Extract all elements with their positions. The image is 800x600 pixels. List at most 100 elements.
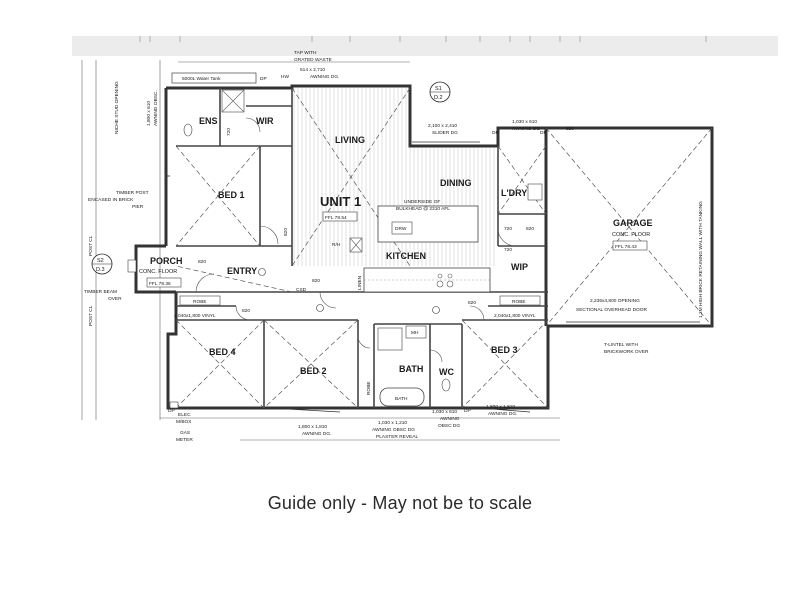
awning-ens-size: 1,800 x 610	[146, 101, 152, 126]
door-820-csd: 820	[312, 278, 320, 284]
room-ldry: L'DRY	[501, 188, 527, 198]
tank-label: 5000L Water Tank	[182, 76, 221, 82]
kitchen-bench	[363, 267, 491, 293]
room-kitchen: KITCHEN	[386, 251, 426, 261]
section-marker-s1: S1 D.3 D.2	[429, 81, 451, 103]
svg-text:S1: S1	[435, 86, 442, 92]
awning-bed3: AWNING DG.	[488, 411, 517, 417]
dp-slider: DP	[492, 130, 499, 136]
post-cl-bottom: POST CL	[88, 305, 94, 326]
robe-left: ROBE	[193, 299, 207, 305]
room-wir: WIR	[256, 116, 274, 126]
tlintel-2: BRICKWORK OVER	[604, 349, 649, 355]
water-tank	[171, 72, 257, 84]
ens-toilet	[183, 123, 193, 137]
meter-boxes	[127, 259, 179, 409]
awning-bath: AWNING OBSC DG	[372, 427, 415, 433]
room-diagonals	[175, 87, 713, 409]
room-dining: DINING	[440, 178, 472, 188]
section-marker-s2: S2 D.3	[91, 253, 113, 275]
robe-right-box	[499, 295, 541, 306]
room-bed3: BED 3	[491, 345, 518, 355]
room-wip: WIP	[511, 262, 528, 272]
dp-right: DP	[540, 130, 547, 136]
awning-bath-size: 1,030 x 1,210	[378, 420, 407, 426]
svg-text:D.3: D.3	[96, 267, 105, 273]
internal-walls	[176, 88, 548, 408]
awning-bed2-size: 1,800 x 1,810	[298, 424, 327, 430]
ffl-porch-box	[146, 277, 182, 288]
external-walls	[134, 84, 714, 410]
room-garage: GARAGE	[613, 218, 653, 228]
dimension-lines	[81, 60, 560, 441]
timber-post-3: PIER	[132, 204, 144, 210]
door-820-entry: 820	[198, 259, 206, 265]
ffl-unit: FFL 78.54	[325, 215, 347, 221]
linen-label: LINEN	[357, 275, 363, 290]
awning-bed2: AWNING DG.	[302, 431, 331, 437]
ffl-unit-box	[322, 211, 358, 222]
door-820-garage: 820	[566, 126, 574, 132]
tap-note-2: GRATED WASTE	[294, 57, 332, 63]
dp-bottom-left: DP	[168, 408, 175, 414]
plaster-reveal: PLASTER REVEAL	[376, 434, 418, 440]
door-820-bed1: 820	[283, 228, 289, 236]
awning-top: AWNING DG.	[310, 74, 339, 80]
awning-ens: AWNING OBSC.	[153, 90, 159, 126]
bulkhead-note: UNDERSIDE OF	[404, 199, 440, 205]
robe-left-box	[179, 295, 221, 306]
cooktop	[436, 273, 454, 288]
awning-bed3-size: 1,800 x 1,810	[486, 404, 515, 410]
ffl-porch: FFL 78.36	[149, 281, 171, 287]
vinyl-right: 2,040x1,800 VINYL	[494, 313, 536, 319]
room-porch: PORCH	[150, 256, 183, 266]
awning-wc-size: 1,030 x 610	[432, 409, 457, 415]
timber-beam-2: OVER	[108, 296, 122, 302]
room-bed1: BED 1	[218, 190, 245, 200]
elec: ELEC	[178, 412, 191, 418]
manhole	[405, 325, 427, 339]
vanity	[377, 327, 403, 351]
vinyl-left: 2,040x1,800 VINYL	[174, 313, 216, 319]
bath-tub-label: BATH	[395, 396, 408, 402]
awning-right: AWNING DG	[512, 126, 540, 132]
slider: SLIDER DG	[432, 130, 458, 136]
slider-size: 2,100 x 2,410	[428, 123, 457, 129]
garage-floor: CONC. FLOOR	[612, 232, 650, 238]
linen-x2	[349, 237, 363, 253]
ffl-garage: FFL 78.43	[615, 244, 637, 250]
tap-note: TAP WITH	[294, 50, 317, 56]
bulkhead-note-2: BULKHEAD @ 2310 AFL	[396, 206, 450, 212]
timber-post: TIMBER POST	[116, 190, 149, 196]
gas: GAS	[180, 430, 190, 436]
bath-tub	[379, 387, 425, 407]
robe-bed2: ROBE	[366, 381, 372, 395]
room-living: LIVING	[335, 135, 365, 145]
door-820-bed3: 820	[468, 300, 476, 306]
door-820-ldry: 820	[526, 226, 534, 232]
dp-top: DP	[260, 76, 267, 82]
niche-note: NICHE STUD OPENING	[114, 81, 120, 134]
room-entry: ENTRY	[227, 266, 257, 276]
elec-2: M/BOX	[176, 419, 192, 425]
door-swings	[195, 117, 517, 363]
timber-beam: TIMBER BEAM	[84, 289, 117, 295]
awning-right-size: 1,030 x 610	[512, 119, 537, 125]
gas-2: METER	[176, 437, 193, 443]
door-720-ens: 720	[226, 128, 232, 136]
room-bed2: BED 2	[300, 366, 327, 376]
floor-plan: 5000L Water Tank	[72, 36, 778, 443]
room-wc: WC	[439, 367, 454, 377]
porch-floor: CONC. FLOOR	[139, 269, 177, 275]
room-unit: UNIT 1	[320, 194, 361, 209]
door-720-ldry: 720	[504, 226, 512, 232]
door-820-bed4: 820	[242, 308, 250, 314]
rh-label: R/H	[332, 242, 341, 248]
ens-shower-x2	[221, 89, 245, 113]
opening-label: SECTIONAL OVERHEAD DOOR	[576, 307, 648, 313]
room-bed4: BED 4	[209, 347, 236, 357]
drawer-label: DRW	[395, 226, 407, 232]
section-s1-sheet: D.2	[434, 95, 443, 101]
wc-toilet	[441, 378, 451, 392]
laundry-tub	[527, 183, 543, 201]
